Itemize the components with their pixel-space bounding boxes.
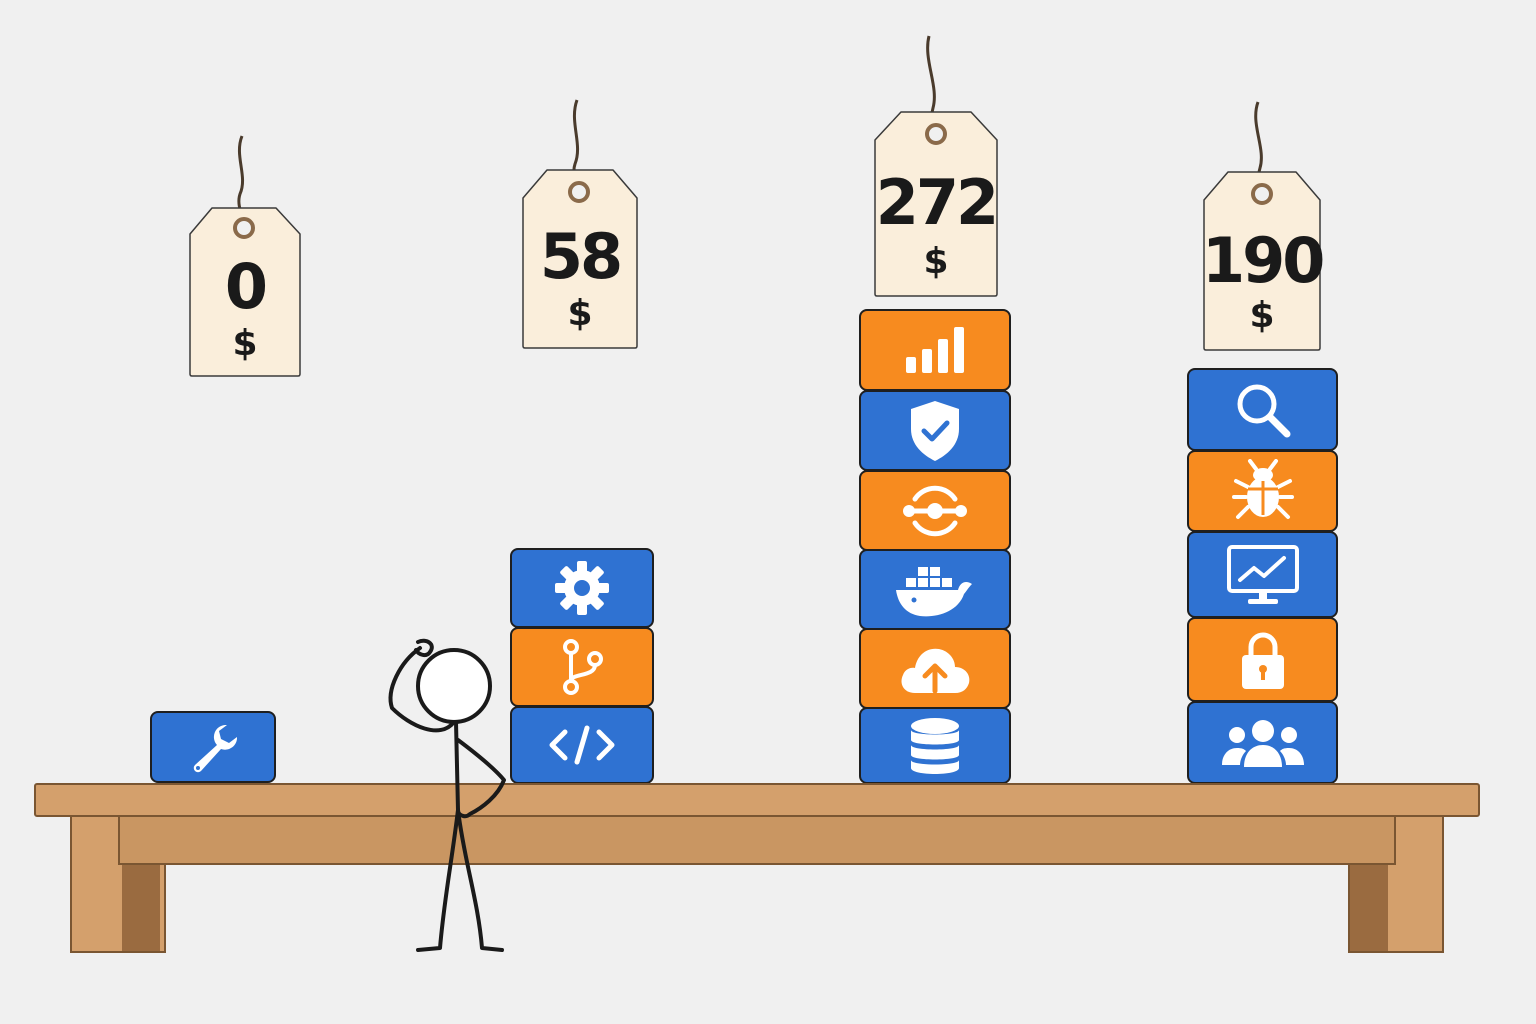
price-tag-shape	[189, 135, 301, 377]
block-team	[1187, 701, 1338, 784]
currency-symbol: $	[232, 323, 258, 364]
price-tag-pro-tier: 272 $	[873, 35, 999, 298]
block-integration	[859, 470, 1011, 551]
shield-check-icon	[911, 400, 959, 461]
docker-whale-icon	[896, 566, 972, 616]
block-version-control	[510, 627, 654, 707]
price-value: 0	[224, 250, 268, 323]
price-value: 272	[875, 166, 999, 239]
table-top	[34, 783, 1480, 817]
block-access-control	[1187, 617, 1338, 702]
lock-icon	[1241, 632, 1284, 689]
price-value: 190	[1202, 224, 1325, 297]
thinking-stick-figure	[388, 638, 506, 952]
code-icon	[549, 725, 615, 765]
monitor-chart-icon	[1226, 544, 1299, 604]
price-tag-free-tier: 0 $	[188, 135, 302, 378]
table-apron	[118, 815, 1396, 865]
cloud-upload-icon	[901, 648, 970, 693]
git-branch-icon	[563, 639, 603, 695]
block-analytics	[859, 309, 1011, 391]
bug-icon	[1231, 459, 1294, 519]
price-tag-shape	[1203, 101, 1321, 351]
pipeline-icon	[903, 485, 967, 536]
block-code	[510, 706, 654, 784]
database-icon	[911, 717, 959, 774]
currency-symbol: $	[1249, 295, 1275, 336]
price-value: 58	[539, 220, 623, 293]
block-security	[859, 390, 1011, 471]
search-icon	[1237, 384, 1290, 437]
wrench-icon	[193, 725, 238, 773]
users-icon	[1221, 719, 1304, 767]
currency-symbol: $	[923, 241, 949, 282]
gear-icon	[555, 561, 609, 615]
block-search	[1187, 368, 1338, 451]
block-cloud	[859, 628, 1011, 709]
block-monitoring	[1187, 531, 1338, 618]
block-database	[859, 707, 1011, 784]
price-tag-shape	[522, 99, 638, 349]
bar-chart-icon	[906, 327, 964, 373]
block-settings	[510, 548, 654, 628]
price-tag-shape	[874, 35, 998, 297]
currency-symbol: $	[567, 293, 593, 334]
block-containers	[859, 549, 1011, 630]
price-tag-basic-tier: 58 $	[521, 99, 639, 350]
block-debugging	[1187, 450, 1338, 532]
price-tag-enterprise-tier: 190 $	[1202, 101, 1325, 352]
block-wrench	[150, 711, 276, 783]
